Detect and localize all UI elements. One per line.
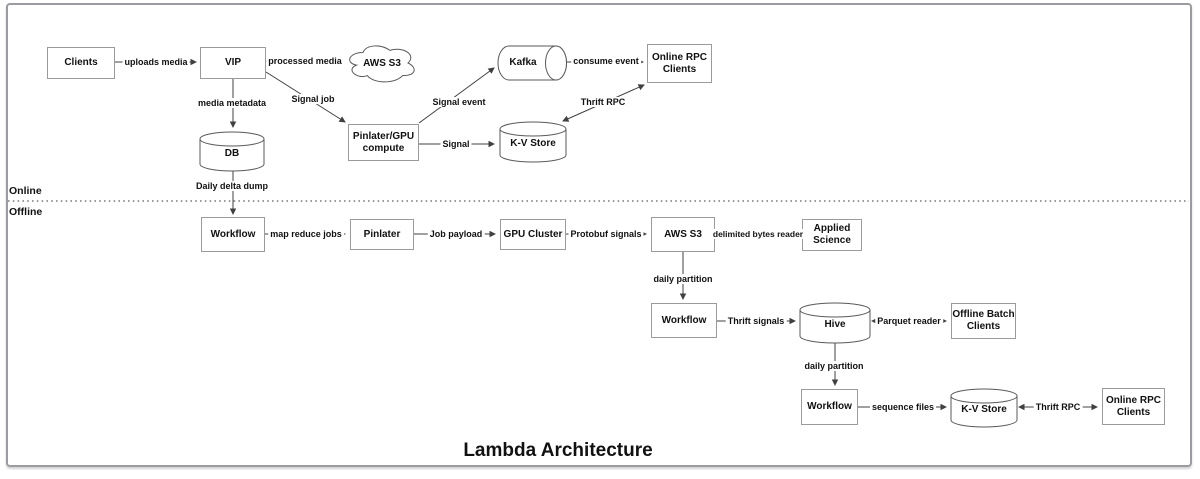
edge-label-signal-job: Signal job bbox=[289, 94, 337, 104]
section-label-online: Online bbox=[9, 185, 42, 197]
node-workflow-sequence: Workflow bbox=[801, 389, 858, 425]
diagram-title: Lambda Architecture bbox=[463, 440, 653, 461]
edge-label-signal-event: Signal event bbox=[430, 97, 488, 107]
cylinder-rim-db bbox=[199, 138, 265, 147]
edge-label-processed-media: processed media bbox=[266, 56, 344, 66]
node-aws-s3-offline: AWS S3 bbox=[651, 217, 715, 252]
edge-label-parquet-reader: Parquet reader bbox=[875, 316, 943, 326]
cylinder-rim-kv-store-online bbox=[499, 128, 567, 137]
cylinder-shape-hive bbox=[799, 302, 871, 344]
section-label-offline: Offline bbox=[9, 206, 43, 218]
queue-shape-kafka-cap bbox=[545, 45, 567, 81]
cylinder-rim-hive bbox=[799, 309, 871, 318]
cylinder-shape-db bbox=[199, 131, 265, 172]
node-online-rpc-clients-bottom: Online RPC Clients bbox=[1102, 388, 1165, 425]
node-offline-batch-clients: Offline Batch Clients bbox=[951, 303, 1016, 339]
node-applied-science: Applied Science bbox=[802, 219, 862, 251]
edge-label-signal: Signal bbox=[440, 139, 472, 149]
edge-label-protobuf-signals: Protobuf signals bbox=[568, 229, 644, 239]
node-online-rpc-clients-top: Online RPC Clients bbox=[647, 44, 712, 83]
edge-label-job-payload: Job payload bbox=[427, 229, 485, 239]
node-pinlater-gpu-compute: Pinlater/GPU compute bbox=[348, 124, 419, 161]
edge-label-thrift-rpc-offline: Thrift RPC bbox=[1033, 402, 1083, 412]
edge-label-daily-partition-1: daily partition bbox=[651, 274, 715, 284]
edge-label-consume-event: consume event bbox=[571, 56, 641, 66]
node-gpu-cluster: GPU Cluster bbox=[500, 219, 566, 250]
edge-label-map-reduce-jobs: map reduce jobs bbox=[268, 229, 344, 239]
cylinder-rim-kv-store-offline bbox=[950, 395, 1018, 404]
edge-label-sequence-files: sequence files bbox=[869, 402, 937, 412]
cloud-shape-aws-s3 bbox=[349, 45, 415, 83]
node-workflow-dump: Workflow bbox=[201, 217, 265, 252]
cylinder-shape-kv-store-online bbox=[499, 121, 567, 163]
edge-label-daily-partition-2: daily partition bbox=[802, 361, 866, 371]
diagram-frame bbox=[6, 3, 1192, 467]
node-workflow-thrift: Workflow bbox=[651, 303, 717, 338]
cylinder-shape-kv-store-offline bbox=[950, 388, 1018, 428]
edge-label-thrift-signals: Thrift signals bbox=[725, 316, 787, 326]
node-pinlater: Pinlater bbox=[350, 219, 414, 250]
edge-label-media-metadata: media metadata bbox=[195, 98, 269, 108]
edge-label-delimited-bytes-reader: delimited bytes reader bbox=[710, 229, 806, 239]
node-vip: VIP bbox=[200, 47, 266, 79]
node-clients: Clients bbox=[47, 47, 115, 79]
edge-label-daily-delta-dump: Daily delta dump bbox=[193, 181, 271, 191]
edge-signal-event bbox=[418, 67, 495, 124]
edge-label-thrift-rpc-online: Thrift RPC bbox=[578, 97, 628, 107]
edge-label-uploads-media: uploads media bbox=[122, 57, 190, 67]
